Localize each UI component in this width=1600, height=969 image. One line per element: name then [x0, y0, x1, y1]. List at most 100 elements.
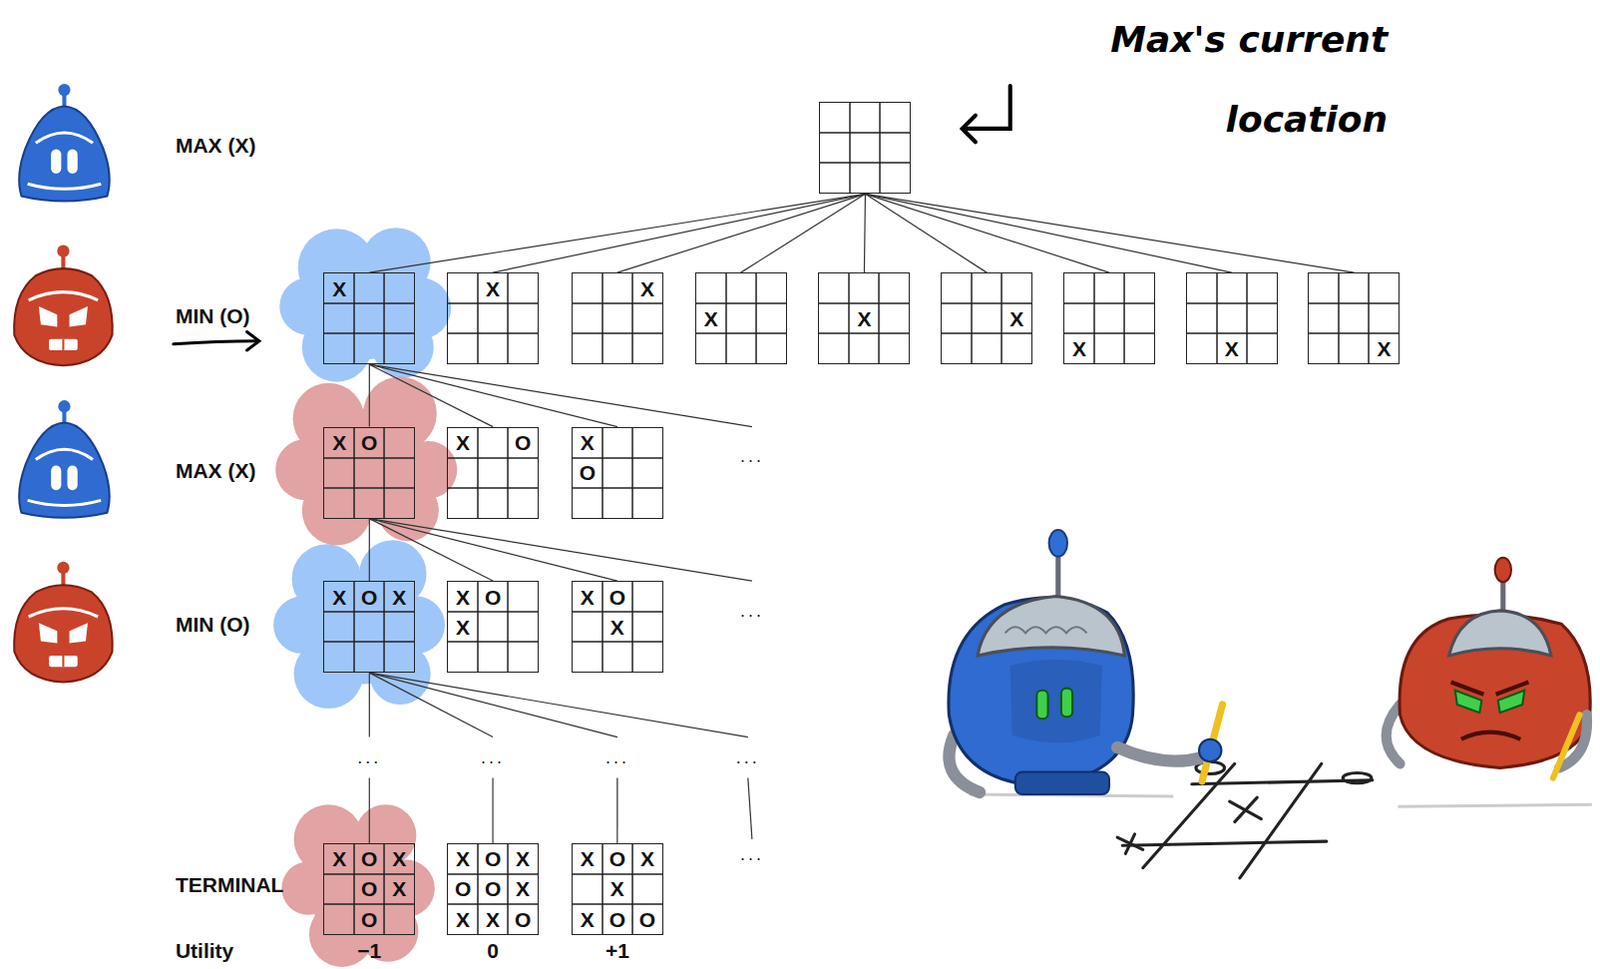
- min-robot-cartoon-part: [1461, 732, 1521, 740]
- tree-edge: [864, 193, 987, 273]
- max-robot-icon: [18, 400, 110, 518]
- grid-line: [476, 843, 479, 934]
- grid-line: [476, 427, 479, 518]
- grid-line: [354, 581, 357, 672]
- board-mark: X: [1368, 333, 1399, 364]
- board-state: X: [1063, 272, 1156, 365]
- board-state: XOX: [323, 580, 415, 673]
- grid-line: [878, 273, 881, 364]
- grid-line: [506, 581, 509, 672]
- tree-edge: [492, 193, 865, 273]
- board-mark: X: [507, 843, 538, 874]
- board-mark: O: [602, 843, 633, 874]
- tree-edge: [491, 777, 493, 842]
- grid-line: [447, 902, 538, 905]
- tree-edge: [369, 777, 371, 842]
- board-state: X: [1186, 272, 1278, 365]
- utility-value: 0: [486, 938, 499, 962]
- grid-line: [447, 610, 538, 613]
- board-mark: X: [324, 843, 355, 874]
- grid-line: [384, 427, 387, 518]
- tree-edge: [369, 518, 618, 581]
- ellipsis-node: ...: [726, 838, 778, 870]
- grid-line: [447, 872, 538, 875]
- board-mark: O: [354, 427, 385, 458]
- grid-line: [818, 302, 909, 305]
- handwritten-note: Max's current location: [979, 0, 1388, 160]
- board-mark: X: [447, 903, 478, 934]
- board-state: X: [1307, 272, 1400, 365]
- sketch-board-part: [1143, 763, 1235, 867]
- grid-line: [601, 843, 604, 934]
- level-label: MIN (O): [175, 612, 251, 636]
- board-mark: X: [447, 581, 478, 612]
- grid-line: [324, 332, 414, 335]
- sketch-board-part: [1342, 773, 1372, 784]
- board-mark: X: [384, 843, 414, 874]
- board-mark: X: [507, 873, 538, 904]
- grid-line: [631, 581, 634, 672]
- tree-edge: [616, 777, 618, 842]
- level-label: TERMINAL: [175, 872, 285, 897]
- tree-edge: [369, 672, 493, 737]
- grid-line: [384, 273, 387, 364]
- board-mark: O: [354, 873, 385, 904]
- grid-line: [1064, 332, 1155, 335]
- board-mark: X: [572, 843, 603, 874]
- board-state: XOXXXOO: [571, 842, 664, 935]
- tree-edge: [864, 193, 1231, 273]
- grid-line: [354, 843, 357, 934]
- grid-line: [384, 581, 387, 672]
- grid-line: [696, 332, 787, 335]
- tree-edge: [369, 364, 371, 426]
- min-robot-icon: [13, 245, 113, 367]
- utility-value: 0: [486, 938, 499, 963]
- board-mark: O: [354, 581, 385, 612]
- grid-line: [324, 486, 414, 489]
- ellipsis-node: ...: [467, 737, 519, 779]
- min-robot-cartoon-part: [1553, 714, 1581, 778]
- ellipsis-text: ...: [740, 601, 765, 620]
- grid-line: [819, 132, 910, 135]
- grid-line: [447, 486, 538, 489]
- board-state: XOX: [571, 580, 664, 673]
- blue-highlight: [279, 227, 451, 383]
- sketch-board-part: [1239, 763, 1322, 878]
- tree-edge: [741, 193, 866, 273]
- level-label: Utility: [175, 938, 234, 963]
- grid-line: [818, 332, 909, 335]
- blue-highlight: [273, 539, 445, 709]
- grid-line: [1245, 273, 1248, 364]
- grid-line: [1093, 273, 1096, 364]
- level-label: MAX (X): [175, 458, 257, 482]
- board-state: X: [940, 272, 1033, 365]
- ellipsis-node: ...: [344, 737, 396, 779]
- board-mark: X: [447, 427, 478, 458]
- board-mark: O: [507, 427, 538, 458]
- grid-line: [324, 640, 414, 643]
- grid-line: [1308, 332, 1399, 335]
- max-robot-cartoon-part: [1015, 772, 1110, 796]
- edge-group: [369, 193, 1354, 843]
- board-mark: X: [1001, 303, 1032, 334]
- grid-line: [941, 332, 1032, 335]
- max-robot-cartoon-part: [1049, 529, 1068, 557]
- board-mark: X: [602, 611, 633, 642]
- tree-edge: [369, 364, 753, 426]
- blue-highlight-part: [314, 253, 420, 360]
- board-mark: X: [447, 611, 478, 642]
- grid-line: [572, 610, 663, 613]
- grid-line: [696, 302, 787, 305]
- tree-edge: [863, 193, 865, 273]
- grid-line: [755, 273, 758, 364]
- ellipsis-text: ...: [480, 748, 505, 767]
- grid-line: [970, 273, 973, 364]
- max-robot-cartoon-part: [1061, 688, 1073, 718]
- level-label: MIN (O): [175, 612, 251, 637]
- board-state: XOXOOXXXO: [446, 842, 539, 935]
- board-state: XOX: [446, 580, 539, 673]
- board-mark: X: [1064, 333, 1095, 364]
- board-mark: X: [572, 581, 603, 612]
- grid-line: [849, 102, 852, 193]
- min-robot-cartoon-part: [1386, 704, 1401, 764]
